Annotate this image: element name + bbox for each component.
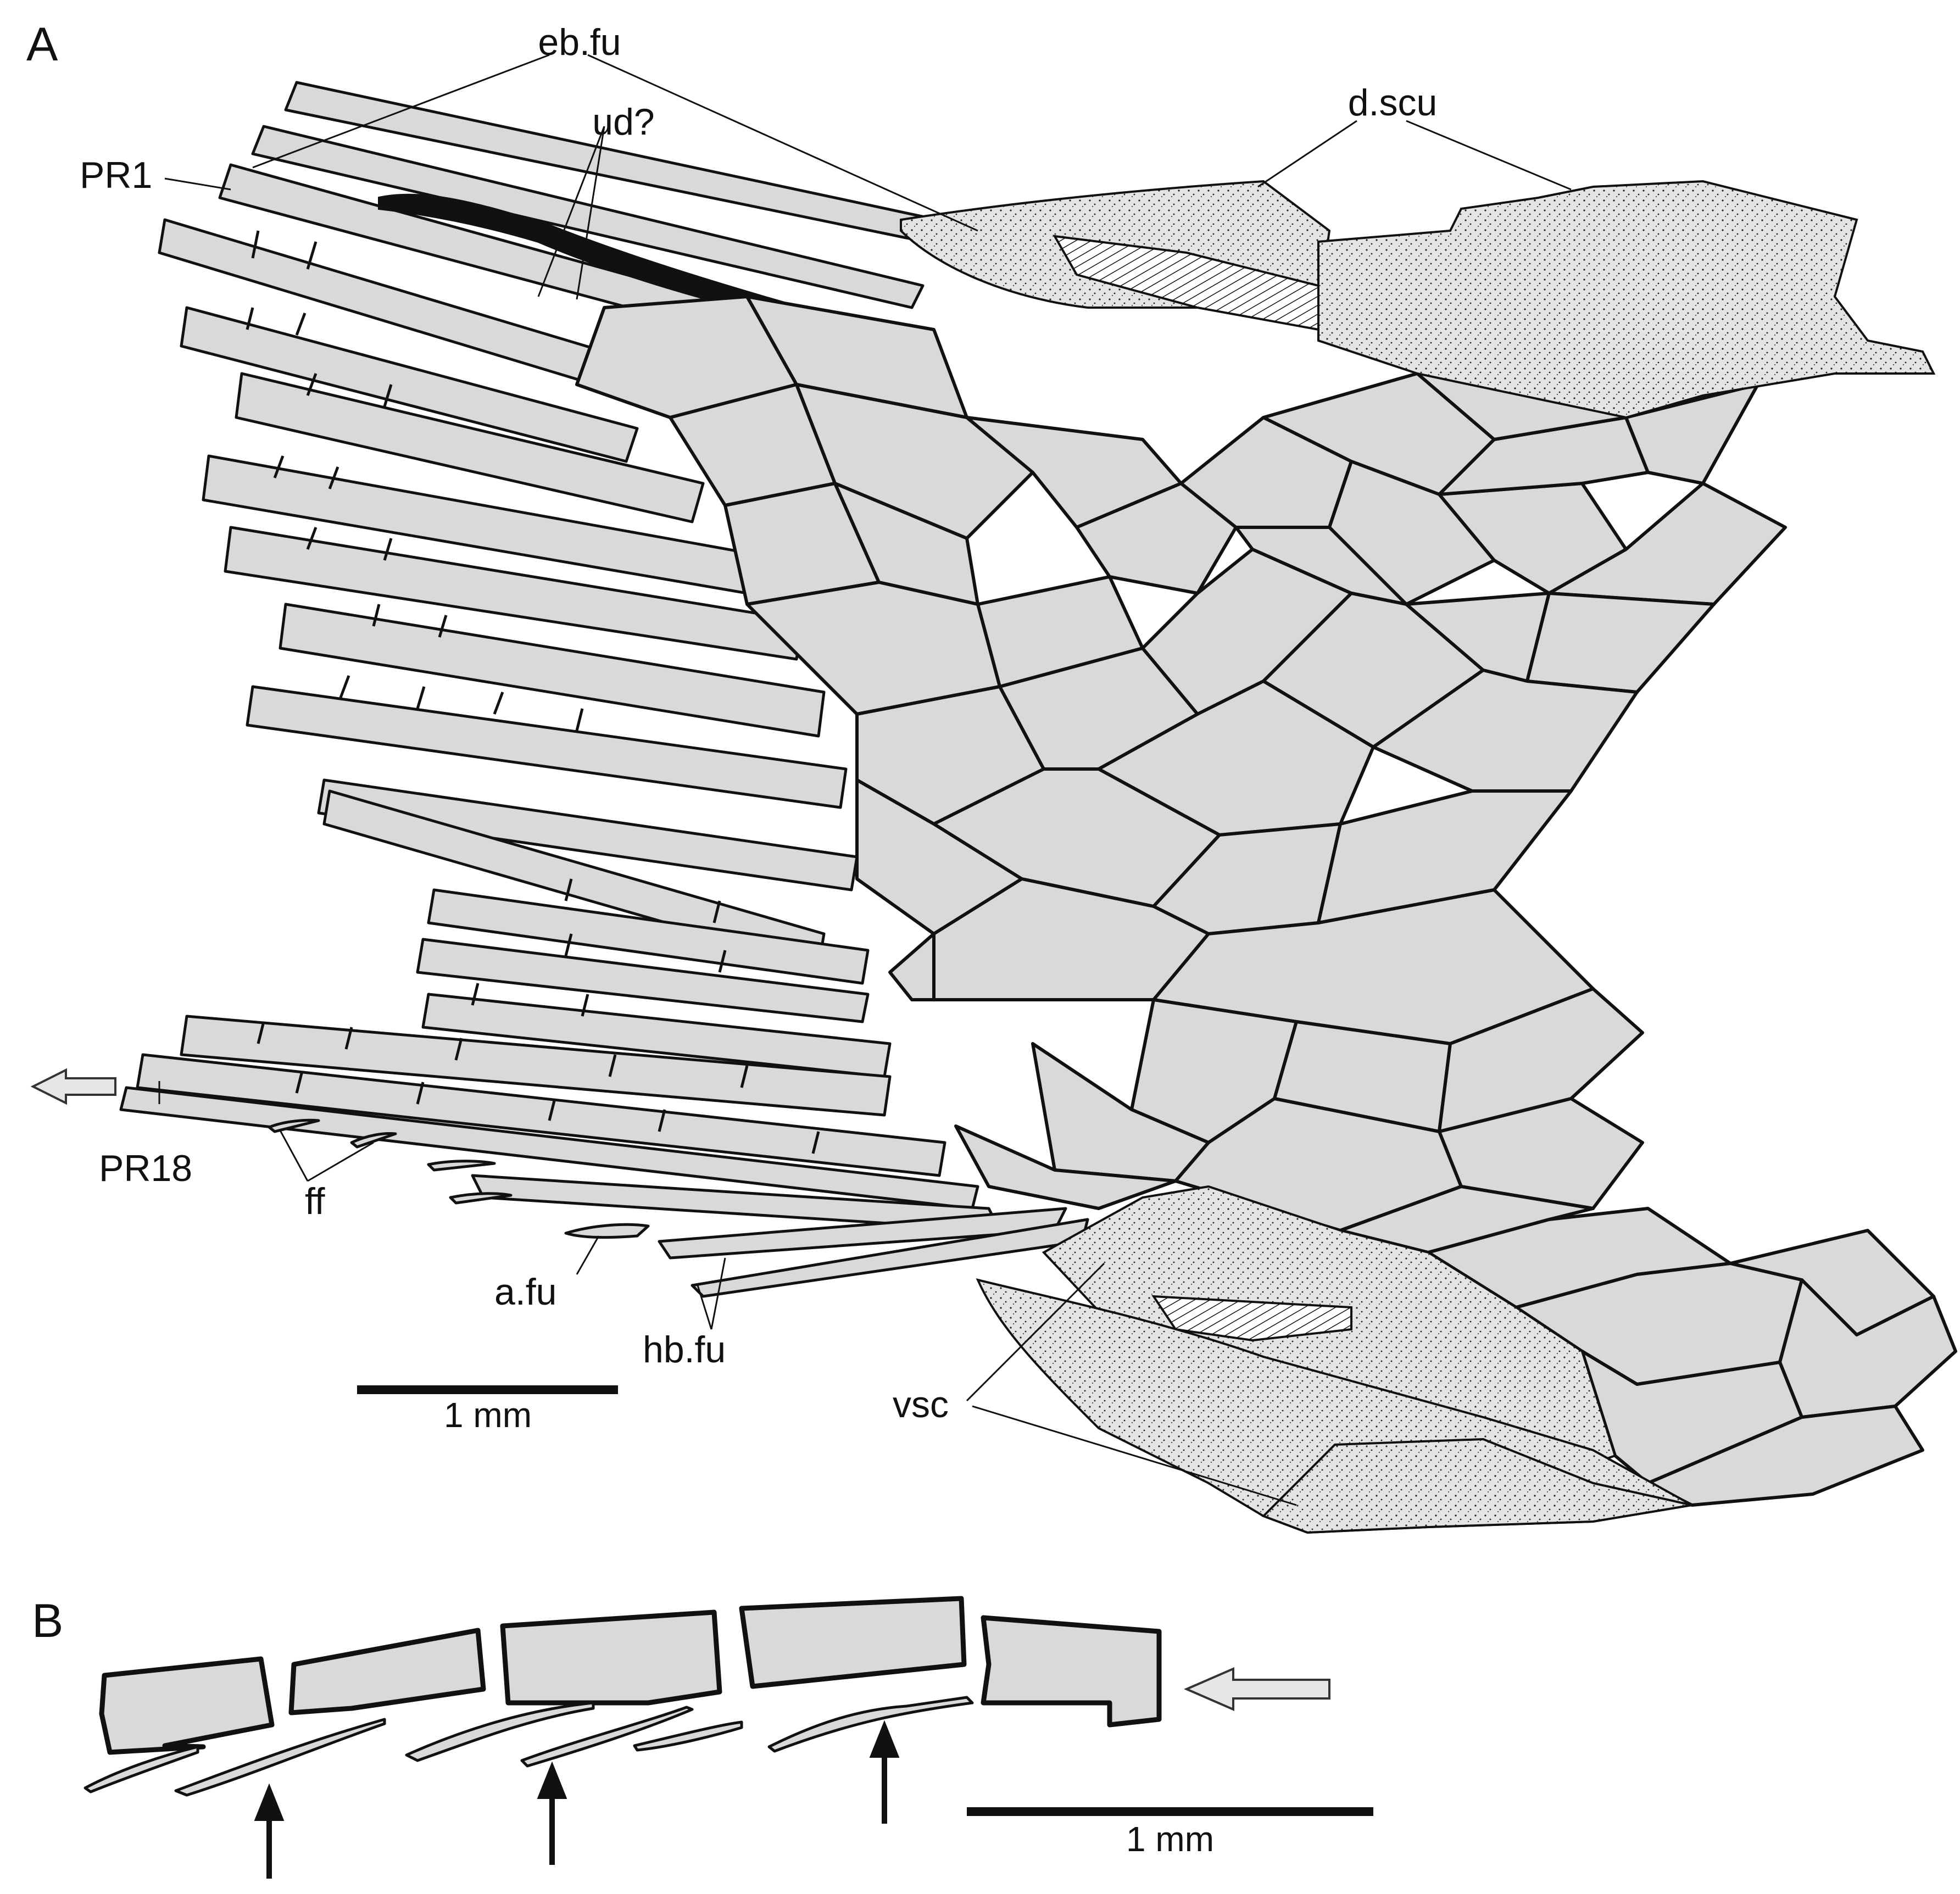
fin-ray-16 — [180, 1015, 892, 1117]
ray-segment-2 — [288, 1628, 486, 1715]
fin-ray-8 — [224, 526, 804, 661]
dorsal-scute-right — [1317, 180, 1936, 419]
panel-a: A — [26, 18, 1957, 1534]
fin-ray-6 — [235, 372, 705, 523]
dorsal-scute — [900, 180, 1936, 419]
body-scales — [575, 295, 1957, 1507]
fringing-fulcrum — [449, 1192, 513, 1205]
ray-segment-joints — [246, 230, 820, 1154]
ray-segment-1 — [99, 1656, 275, 1755]
arrow-up-1-head — [254, 1783, 285, 1821]
panel-a-letter: A — [26, 18, 58, 71]
ray-segment-5 — [981, 1615, 1162, 1728]
fulcrum-b — [174, 1718, 386, 1797]
fin-ray-13 — [427, 888, 870, 985]
scale — [745, 581, 1001, 716]
fringing-fulcrum — [350, 1132, 397, 1149]
panel-b: B 1 mm — [32, 1595, 1373, 1879]
fin-ray-11 — [317, 778, 859, 892]
accessory-fulcrum — [564, 1223, 650, 1239]
fulcrum-b — [83, 1745, 199, 1793]
label-pr1: PR1 — [80, 154, 152, 196]
fulcrum-b — [767, 1696, 974, 1753]
fringing-fulcra — [268, 1118, 513, 1205]
scale — [1438, 987, 1644, 1133]
fin-ray-10 — [246, 685, 848, 809]
label-eb-fu: eb.fu — [538, 21, 621, 63]
panel-b-letter: B — [32, 1595, 63, 1647]
upper-fin-rays — [158, 81, 990, 968]
scale — [1075, 482, 1238, 595]
panel-b-ray-segments — [99, 1596, 1162, 1755]
leader-lines — [158, 54, 1572, 1506]
panel-b-arrows — [254, 1720, 900, 1879]
scale-bar-b-label: 1 mm — [1126, 1819, 1214, 1859]
scale — [1317, 789, 1573, 924]
scale-bar-a-label: 1 mm — [444, 1395, 532, 1435]
dorsal-scute-hatched-area — [1053, 235, 1319, 331]
fin-ray-2 — [251, 125, 925, 309]
ventral-scute-tip — [1261, 1438, 1692, 1534]
scale — [954, 1124, 1177, 1210]
ventral-scute-hatched-area — [1151, 1295, 1352, 1342]
fringing-fulcrum — [427, 1160, 496, 1172]
direction-arrow-left — [30, 1068, 116, 1105]
scale — [1234, 526, 1408, 606]
label-pr18: PR18 — [99, 1147, 192, 1189]
fringing-fulcrum — [268, 1118, 320, 1133]
fin-ray-9 — [279, 603, 826, 738]
scale — [888, 932, 936, 1001]
label-vsc: vsc — [893, 1384, 949, 1425]
arrow-up-2-head — [537, 1761, 567, 1799]
ray-segment-3 — [500, 1609, 722, 1706]
scale — [1438, 1097, 1644, 1210]
direction-arrow-right — [1183, 1667, 1330, 1712]
label-ud: ud? — [592, 101, 654, 143]
ventral-scute — [976, 1185, 1695, 1534]
fin-ray-14 — [416, 938, 870, 1023]
label-a-fu: a.fu — [494, 1271, 556, 1313]
label-ff: ff — [305, 1180, 325, 1222]
lower-fin-rays — [119, 888, 1089, 1298]
scale — [795, 383, 1034, 540]
fin-ray-17 — [136, 1053, 946, 1177]
scale — [1547, 482, 1787, 606]
label-hb-fu: hb.fu — [643, 1329, 726, 1371]
fin-ray-5 — [180, 306, 639, 463]
fulcrum-b — [520, 1706, 694, 1768]
fulcrum-b — [633, 1720, 743, 1752]
scale — [1525, 592, 1716, 694]
panel-b-fulcra — [83, 1696, 974, 1797]
label-d-scu: d.scu — [1348, 82, 1438, 124]
ray-segment-4 — [739, 1596, 967, 1689]
fulcrum-b — [405, 1701, 595, 1762]
arrow-up-3-head — [869, 1720, 900, 1758]
